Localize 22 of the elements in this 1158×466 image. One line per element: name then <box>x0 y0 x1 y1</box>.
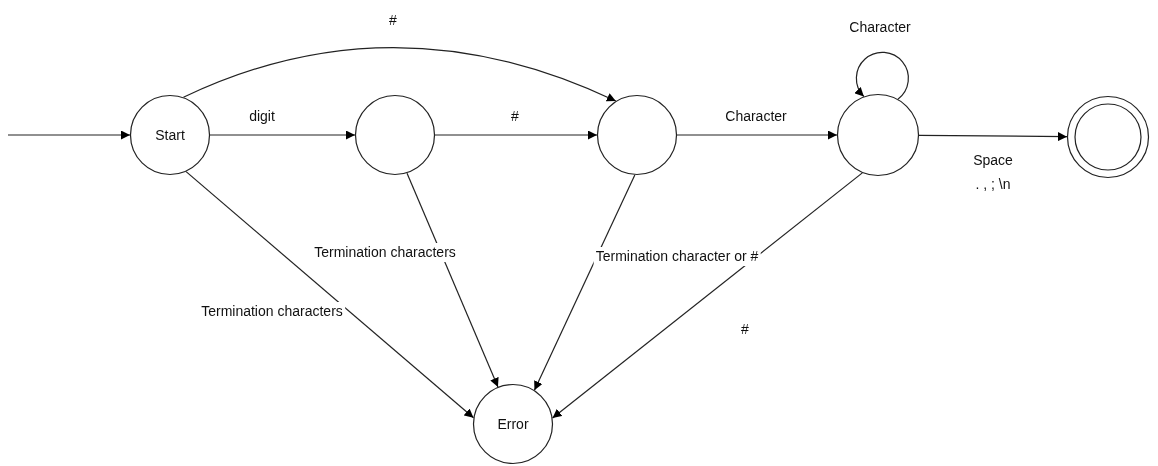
self-loop-arrow <box>854 51 909 100</box>
edge-label: Termination characters <box>312 243 458 262</box>
transition-arrow <box>434 130 598 140</box>
transition-arrow <box>551 172 863 419</box>
transition-arrow <box>676 130 838 140</box>
transition-arrow <box>7 130 131 140</box>
transition-arrow <box>533 174 636 391</box>
accept-state-circle <box>1067 96 1149 178</box>
transition-arrow <box>406 172 499 388</box>
state-circle <box>837 94 919 176</box>
state-circle <box>130 95 210 175</box>
state-circle <box>355 95 435 175</box>
edge-label: Termination character or # <box>593 247 761 266</box>
transition-arrow <box>209 130 356 140</box>
edge-label: digit <box>247 107 277 126</box>
state-circle <box>473 384 553 464</box>
state-circle <box>597 95 677 175</box>
transition-arrow <box>182 47 617 102</box>
transition-arrow <box>918 132 1068 142</box>
transition-arrow <box>185 171 475 419</box>
state-label: Error <box>497 416 529 432</box>
state-label: Start <box>155 127 185 143</box>
